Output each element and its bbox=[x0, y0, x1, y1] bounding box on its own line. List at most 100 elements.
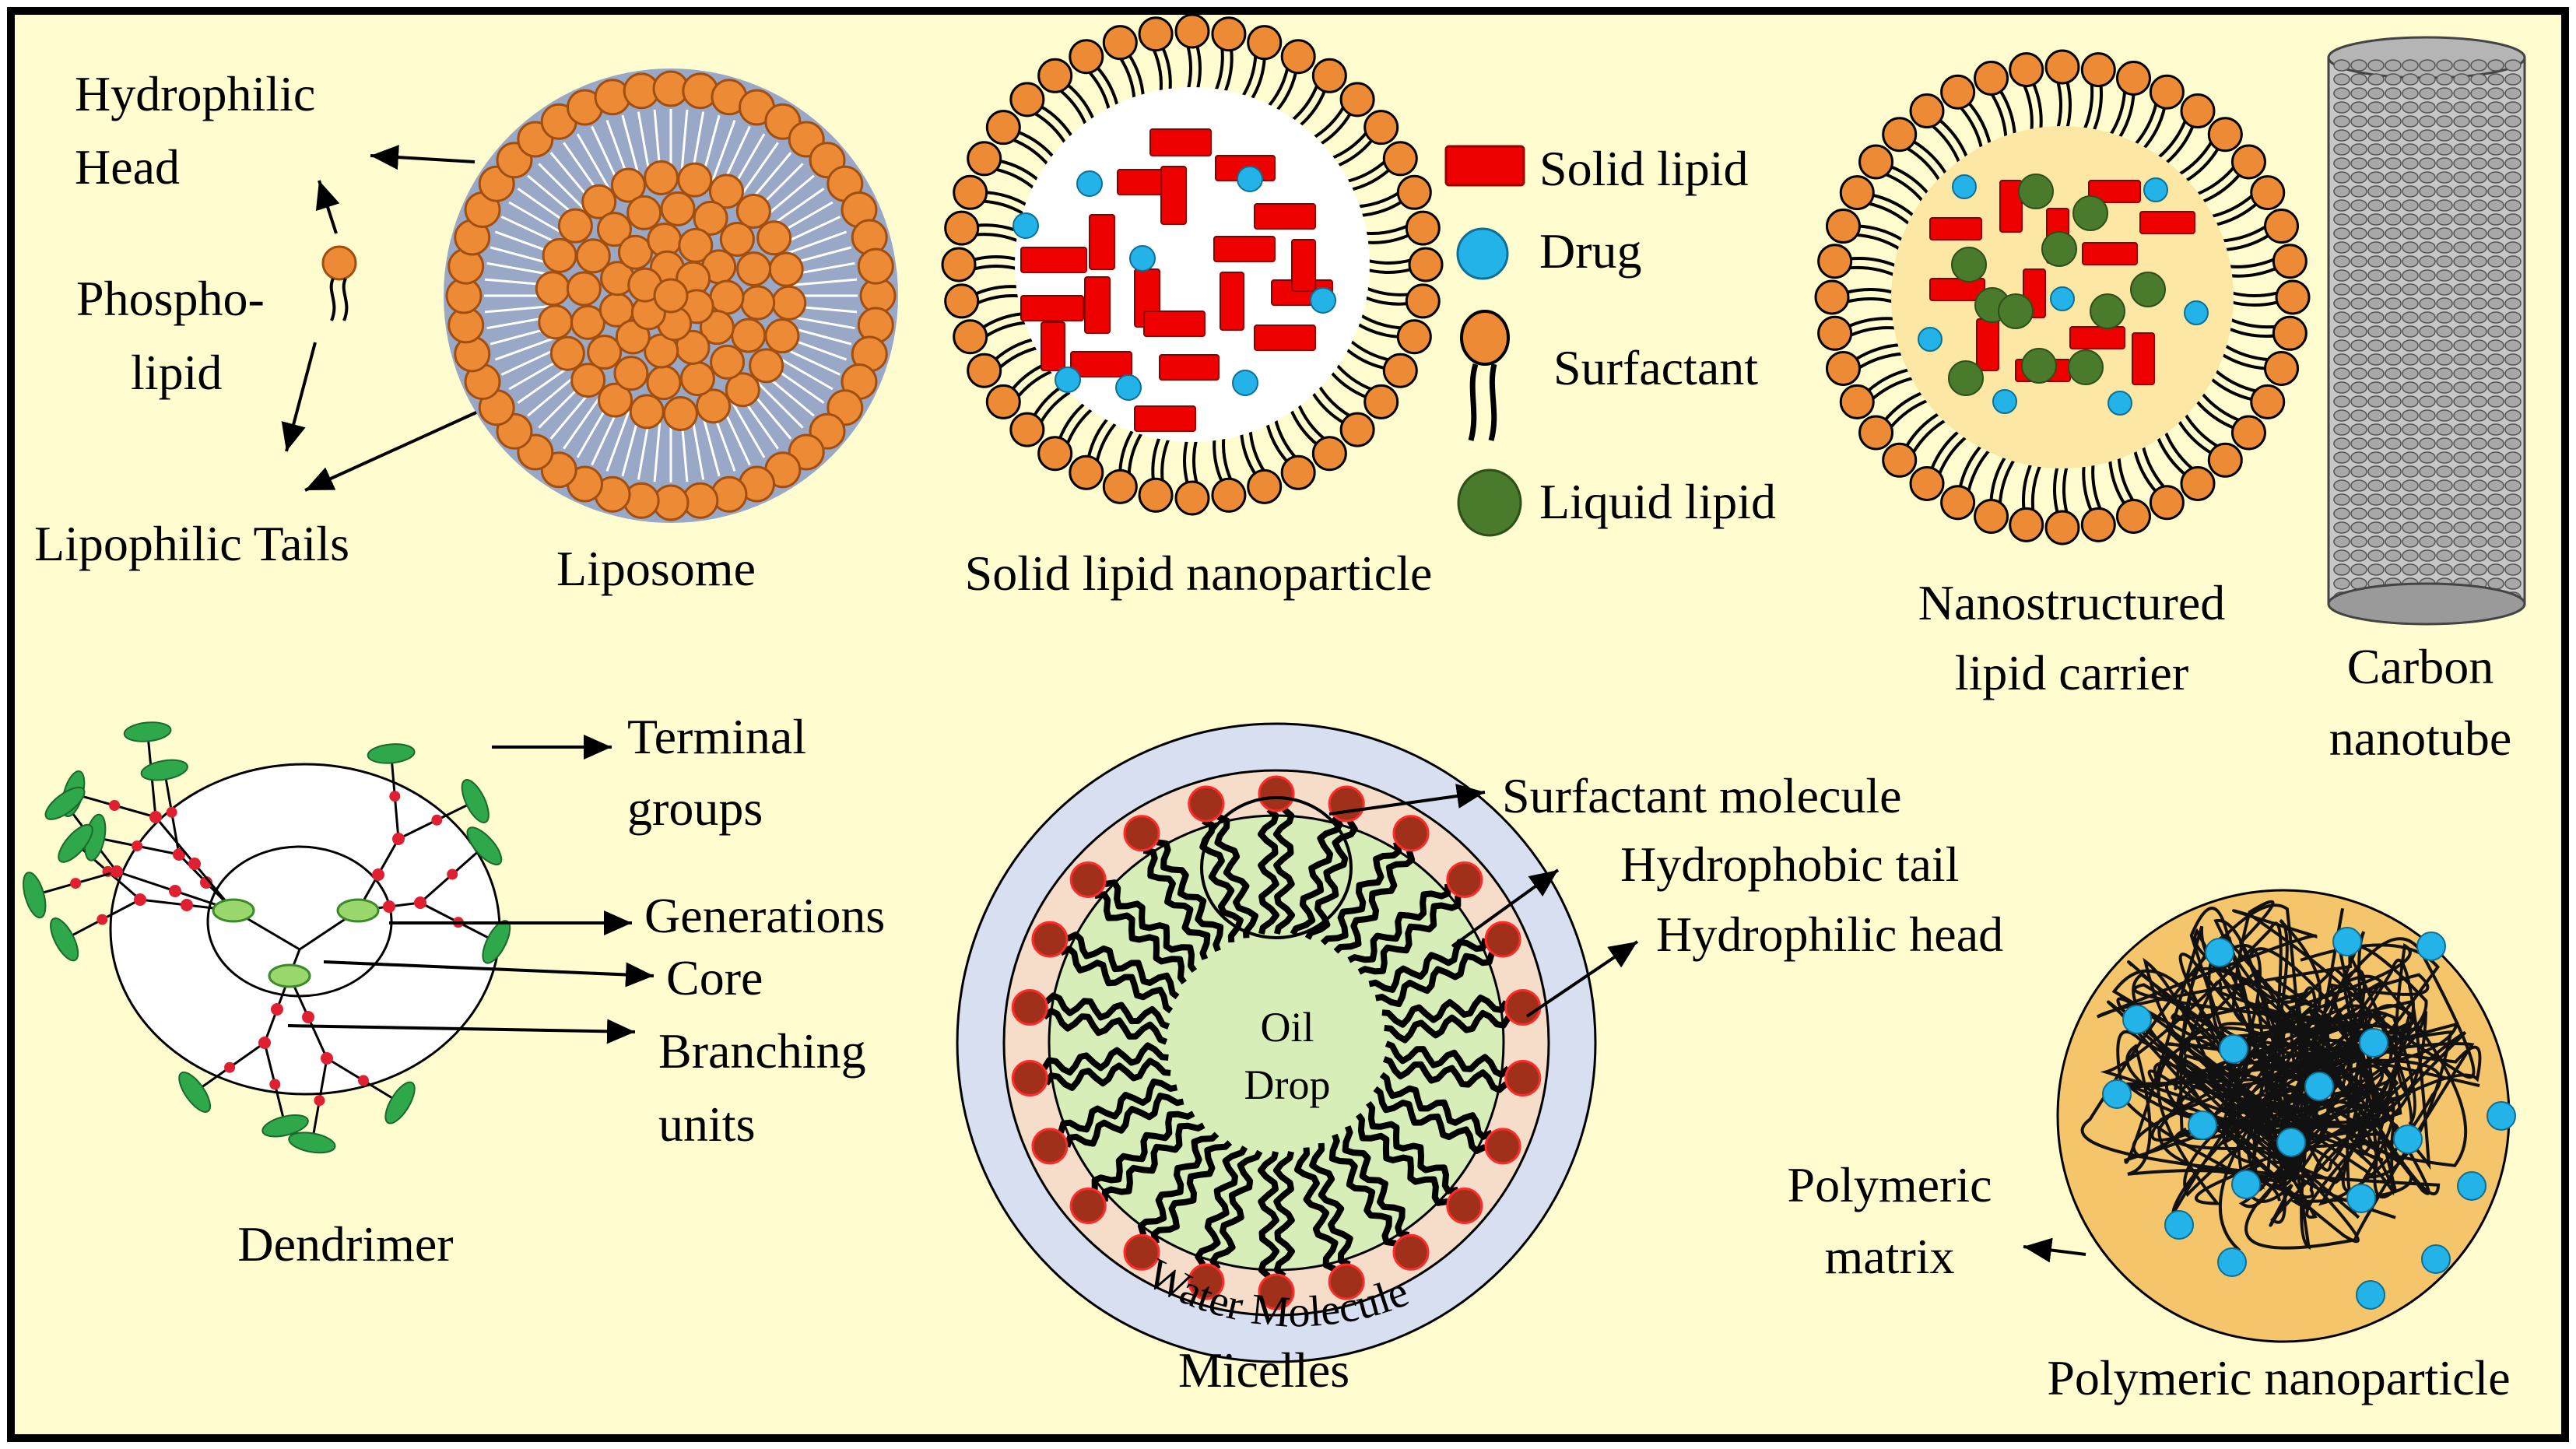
solid-lipid-block bbox=[1160, 166, 1187, 225]
lipid-head bbox=[768, 251, 804, 287]
nanotube-hexagon bbox=[2436, 395, 2453, 408]
nanotube-hexagon bbox=[2419, 339, 2436, 352]
branch-node bbox=[447, 868, 458, 880]
nanotube-hexagon bbox=[2333, 409, 2350, 422]
nanotube-hexagon bbox=[2419, 493, 2436, 506]
nanotube-hexagon bbox=[2402, 381, 2419, 394]
nanotube-hexagon bbox=[2333, 199, 2350, 212]
surfactant-head bbox=[2009, 507, 2044, 542]
surfactant-tail bbox=[2117, 93, 2136, 140]
nanotube-hexagon bbox=[2333, 381, 2350, 394]
drug-dot bbox=[1115, 374, 1142, 401]
nanotube-hexagon bbox=[2436, 213, 2453, 226]
surfactant-molecule-highlight bbox=[1200, 796, 1353, 939]
surfactant-head bbox=[1363, 384, 1399, 419]
branch-node bbox=[200, 876, 212, 889]
branch-node bbox=[224, 1061, 236, 1073]
nanotube-hexagon bbox=[2350, 143, 2367, 156]
nanotube-hexagon bbox=[2504, 157, 2522, 170]
nanotube-hexagon bbox=[2385, 59, 2402, 72]
lipid-tail bbox=[736, 142, 779, 201]
lipid-head bbox=[615, 319, 651, 355]
nanotube-hexagon bbox=[2470, 143, 2487, 156]
surfactant-tail bbox=[1930, 124, 1962, 165]
nanotube-hexagon bbox=[2333, 563, 2350, 576]
lipid-head bbox=[598, 382, 633, 418]
nanotube-hexagon bbox=[2333, 255, 2350, 268]
lipid-head bbox=[581, 184, 617, 219]
hydrophobic-tail bbox=[1156, 839, 1224, 953]
dendrimer-label: Dendrimer bbox=[237, 1216, 453, 1272]
nanotube-hexagon bbox=[2350, 437, 2367, 450]
nanotube-hexagon bbox=[2436, 353, 2453, 366]
nanotube-hexagon bbox=[2504, 311, 2522, 324]
surfactant-head bbox=[1280, 39, 1316, 75]
hydrophobic-tail bbox=[1150, 1140, 1233, 1244]
nanotube-hexagon bbox=[2385, 353, 2402, 366]
lipid-head bbox=[535, 271, 570, 307]
terminal-group bbox=[288, 1131, 336, 1154]
nanotube-hexagon bbox=[2350, 101, 2367, 114]
nanotube-hexagon bbox=[2487, 479, 2504, 492]
nlc-surfactant-shell bbox=[1814, 49, 2311, 546]
nanotube-hexagon bbox=[2453, 367, 2470, 380]
lipid-tail bbox=[780, 230, 848, 258]
nanotube-hexagon bbox=[2487, 255, 2504, 268]
branch-node bbox=[70, 878, 82, 889]
nanotube-hexagon bbox=[2402, 521, 2419, 534]
branch-node bbox=[173, 848, 185, 861]
nanotube-hexagon bbox=[2419, 409, 2436, 422]
nanotube-hexagon bbox=[2419, 549, 2436, 562]
nanotube-hexagon bbox=[2453, 297, 2470, 310]
liquid-lipid-dot bbox=[2090, 293, 2125, 329]
nanotube-hexagon bbox=[2504, 535, 2522, 548]
surfactant-head bbox=[1280, 454, 1316, 490]
hydrophilic-head-label-line2: Head bbox=[75, 139, 180, 195]
lipid-tail bbox=[494, 334, 562, 361]
hydrophobic-tail bbox=[1199, 818, 1244, 943]
surfactant-head bbox=[967, 141, 1002, 177]
core-unit bbox=[336, 898, 380, 923]
phospholipid-icon bbox=[321, 245, 357, 321]
hydrophilic-head bbox=[1031, 1128, 1069, 1165]
lipid-tail bbox=[679, 109, 689, 180]
nanotube-hexagon bbox=[2385, 563, 2402, 576]
nanotube-hexagon bbox=[2419, 157, 2436, 170]
surfactant-head bbox=[2180, 465, 2216, 501]
drug-dot bbox=[2416, 932, 2446, 961]
surfactant-tail bbox=[2220, 224, 2268, 243]
nlc-label-line2: lipid carrier bbox=[1955, 645, 2188, 700]
nanotube-hexagon bbox=[2504, 199, 2522, 212]
nanotube-hexagon bbox=[2419, 465, 2436, 478]
surfactant-head bbox=[1382, 141, 1418, 177]
nanotube-hexagon bbox=[2350, 367, 2367, 380]
nanotube-hexagon bbox=[2333, 535, 2350, 548]
lipid-head bbox=[679, 361, 715, 397]
terminal-group bbox=[261, 1114, 309, 1138]
nanotube-hexagon bbox=[2402, 479, 2419, 492]
surfactant-head bbox=[1817, 315, 1853, 351]
nanotube-hexagon bbox=[2367, 59, 2385, 72]
nanotube-hexagon bbox=[2333, 437, 2350, 450]
nanotube-hexagon bbox=[2487, 311, 2504, 324]
lipid-head bbox=[677, 162, 713, 198]
nanotube-hexagon bbox=[2385, 227, 2402, 240]
head-pointer-arrow bbox=[315, 180, 340, 234]
nanotube-hexagon bbox=[2402, 325, 2419, 338]
solid-lipid-block bbox=[1929, 217, 1982, 240]
drug-dot bbox=[1310, 287, 1336, 314]
nanotube-hexagon bbox=[2470, 297, 2487, 310]
nanotube-hexagon bbox=[2470, 129, 2487, 142]
nanotube-hexagon bbox=[2350, 423, 2367, 436]
surfactant-tail bbox=[1911, 418, 1948, 454]
lipid-tail bbox=[576, 133, 614, 195]
nanotube-hexagon bbox=[2350, 199, 2367, 212]
nanotube-hexagon bbox=[2453, 311, 2470, 324]
nanotube-hexagon bbox=[2367, 171, 2385, 184]
branch-node bbox=[414, 896, 426, 909]
carbon-nanotube-figure: Carbon nanotube bbox=[2327, 36, 2526, 766]
micelle-hydrophilic-head-label: Hydrophilic head bbox=[1656, 907, 2003, 962]
surfactant-head bbox=[1247, 468, 1283, 504]
nanotube-hexagon bbox=[2504, 479, 2522, 492]
